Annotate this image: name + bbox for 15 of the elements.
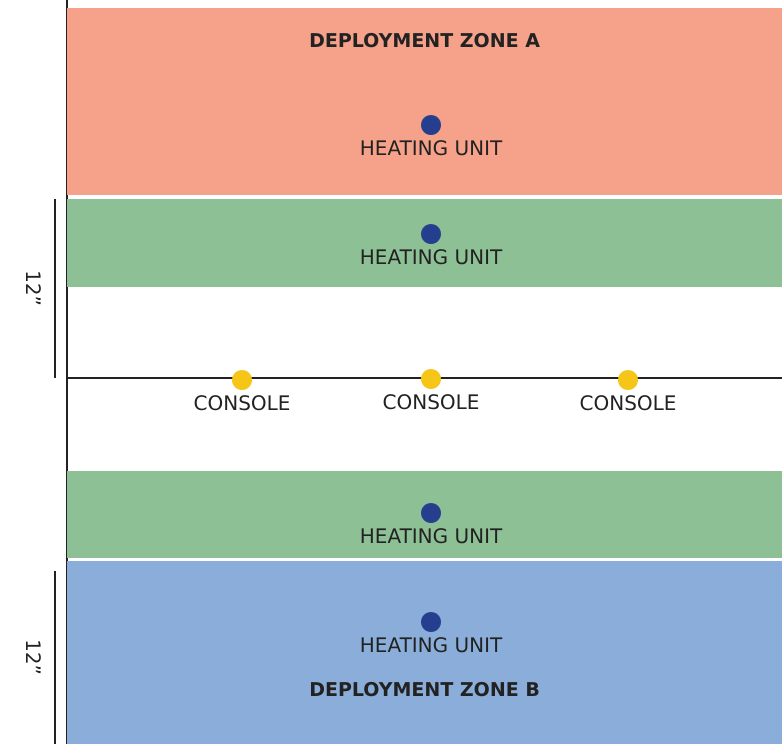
marker-label: CONSOLE <box>382 390 480 414</box>
zone-title: DEPLOYMENT ZONE A <box>308 30 541 52</box>
terrain-band <box>67 199 782 287</box>
marker-label: HEATING UNIT <box>358 633 504 657</box>
marker-label: CONSOLE <box>578 391 678 415</box>
marker-label: HEATING UNIT <box>358 136 504 160</box>
terrain-band <box>67 471 782 558</box>
marker-label: HEATING UNIT <box>358 245 504 269</box>
marker-label: HEATING UNIT <box>358 524 504 548</box>
zone-title: DEPLOYMENT ZONE B <box>308 679 541 701</box>
marker-label: CONSOLE <box>192 391 292 415</box>
dimension-label: 12” <box>20 639 45 675</box>
deployment-zone-band <box>67 8 782 195</box>
dimension-label: 12” <box>20 270 45 306</box>
deployment-zone-band <box>67 561 782 744</box>
